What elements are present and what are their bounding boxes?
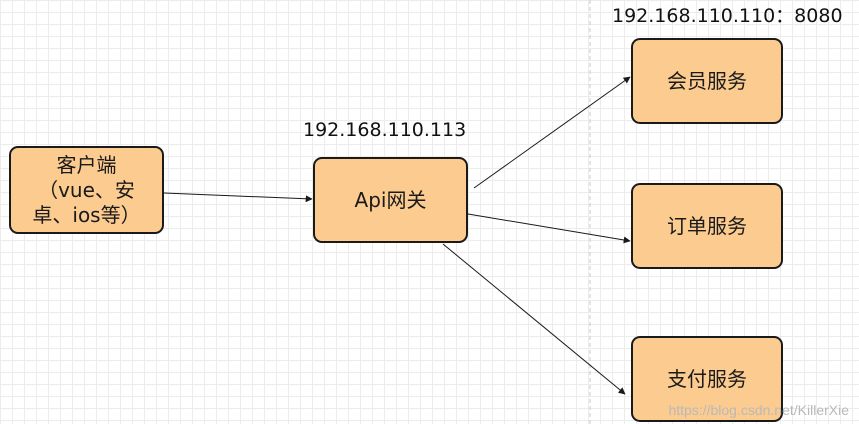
member-service-node-label: 会员服务 [667,68,747,93]
order-service-node[interactable]: 订单服务 [631,183,783,269]
arrow-gateway-to-order [467,213,631,244]
gateway-ip-label: 192.168.110.113 [303,119,467,141]
csdn-watermark: https://blog.csdn.net/KillerXie [668,402,849,418]
client-node-label: 客户端 （vue、安 卓、ios等） [32,152,141,227]
arrow-gateway-to-payment [442,243,626,395]
payment-service-node-label: 支付服务 [667,366,747,391]
member-service-node[interactable]: 会员服务 [631,38,783,124]
client-node[interactable]: 客户端 （vue、安 卓、ios等） [9,146,164,234]
api-gateway-node[interactable]: Api网关 [313,157,468,243]
arrow-client-to-gateway [163,192,313,203]
member-service-ip-label: 192.168.110.110：8080 [612,5,843,27]
arrow-gateway-to-member [473,76,631,189]
payment-service-node[interactable]: 支付服务 [631,336,783,422]
api-gateway-node-label: Api网关 [354,187,427,212]
order-service-node-label: 订单服务 [667,213,747,238]
